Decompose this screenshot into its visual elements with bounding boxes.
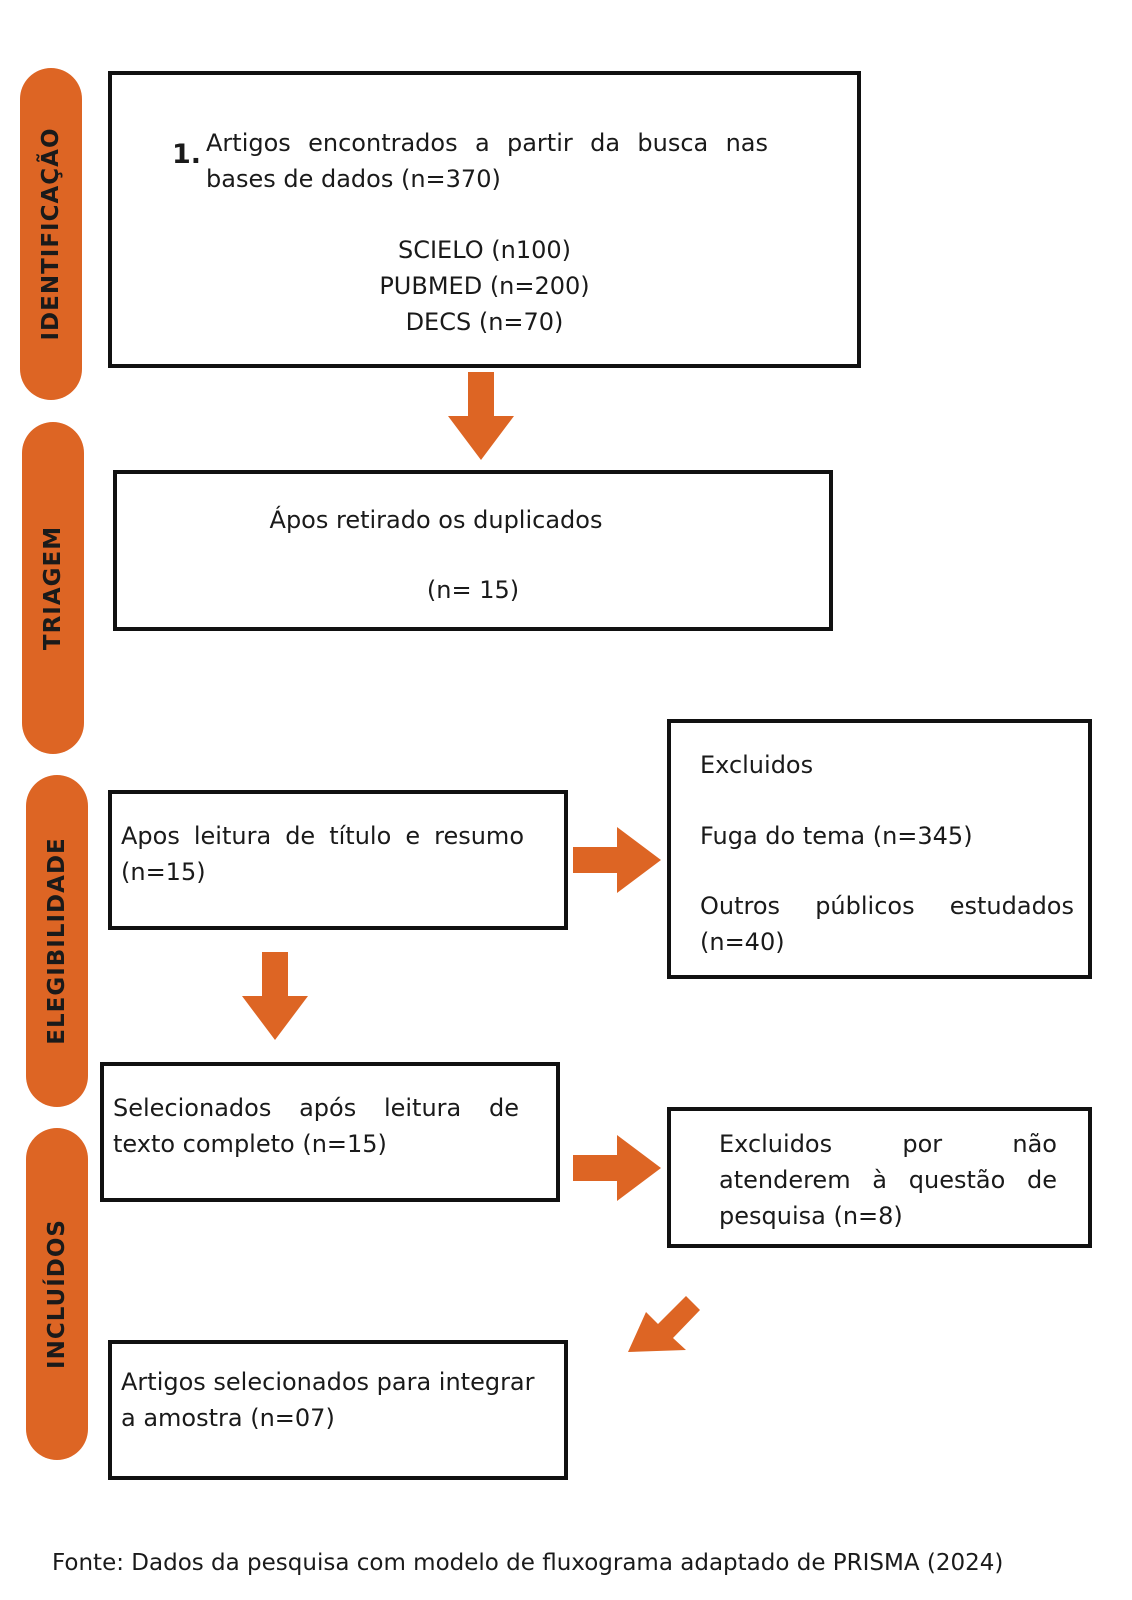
excluded-box-2: Excluidos por não atenderem à questão de… (667, 1107, 1092, 1248)
arrow-down-icon (448, 372, 514, 460)
phase-label-incluidos: INCLUÍDOS (44, 1219, 70, 1369)
step-number: 1. (172, 139, 202, 170)
fulltext-text: Selecionados após leitura de texto compl… (113, 1094, 519, 1158)
identification-box: 1. Artigos encontrados a partir da busca… (108, 71, 861, 368)
fulltext-box: Selecionados após leitura de texto compl… (100, 1062, 560, 1202)
source-decs: DECS (n=70) (405, 308, 564, 336)
excluded-box-1: Excluidos Fuga do tema (n=345) Outros pú… (667, 719, 1092, 979)
eligibility-box: Apos leitura de título e resumo (n=15) (108, 790, 568, 930)
excluded-reason-2: Outros públicos estudados (n=40) (700, 892, 1074, 956)
arrow-right-icon (573, 1135, 661, 1201)
arrow-down-icon (242, 952, 308, 1040)
included-box: Artigos selecionados para integrar a amo… (108, 1340, 568, 1480)
included-text: Artigos selecionados para integrar a amo… (121, 1368, 535, 1432)
screening-text-2: (n= 15) (426, 576, 520, 604)
source-pubmed: PUBMED (n=200) (379, 272, 590, 300)
phase-bar-elegibilidade: ELEGIBILIDADE (26, 775, 88, 1107)
phase-bar-identificacao: IDENTIFICAÇÃO (20, 68, 82, 400)
phase-label-elegibilidade: ELEGIBILIDADE (44, 837, 70, 1045)
source-scielo: SCIELO (n100) (397, 236, 571, 264)
excluded-2-text: Excluidos por não atenderem à questão de… (719, 1130, 1057, 1230)
phase-label-triagem: TRIAGEM (40, 525, 66, 651)
source-caption: Fonte: Dados da pesquisa com modelo de f… (52, 1550, 1004, 1576)
screening-text-1: Ápos retirado os duplicados (269, 506, 603, 534)
phase-label-identificacao: IDENTIFICAÇÃO (38, 127, 64, 341)
excluded-reason-1: Fuga do tema (n=345) (700, 822, 973, 850)
screening-box: Ápos retirado os duplicados (n= 15) (113, 470, 833, 631)
phase-bar-triagem: TRIAGEM (22, 422, 84, 754)
arrow-right-icon (573, 827, 661, 893)
excluded-title: Excluidos (700, 751, 814, 779)
arrow-diagonal-icon (628, 1296, 700, 1352)
phase-bar-incluidos: INCLUÍDOS (26, 1128, 88, 1460)
identification-sources: SCIELO (n100) PUBMED (n=200) DECS (n=70) (112, 232, 857, 340)
eligibility-text: Apos leitura de título e resumo (n=15) (121, 822, 524, 886)
identification-text: Artigos encontrados a partir da busca na… (206, 129, 768, 193)
